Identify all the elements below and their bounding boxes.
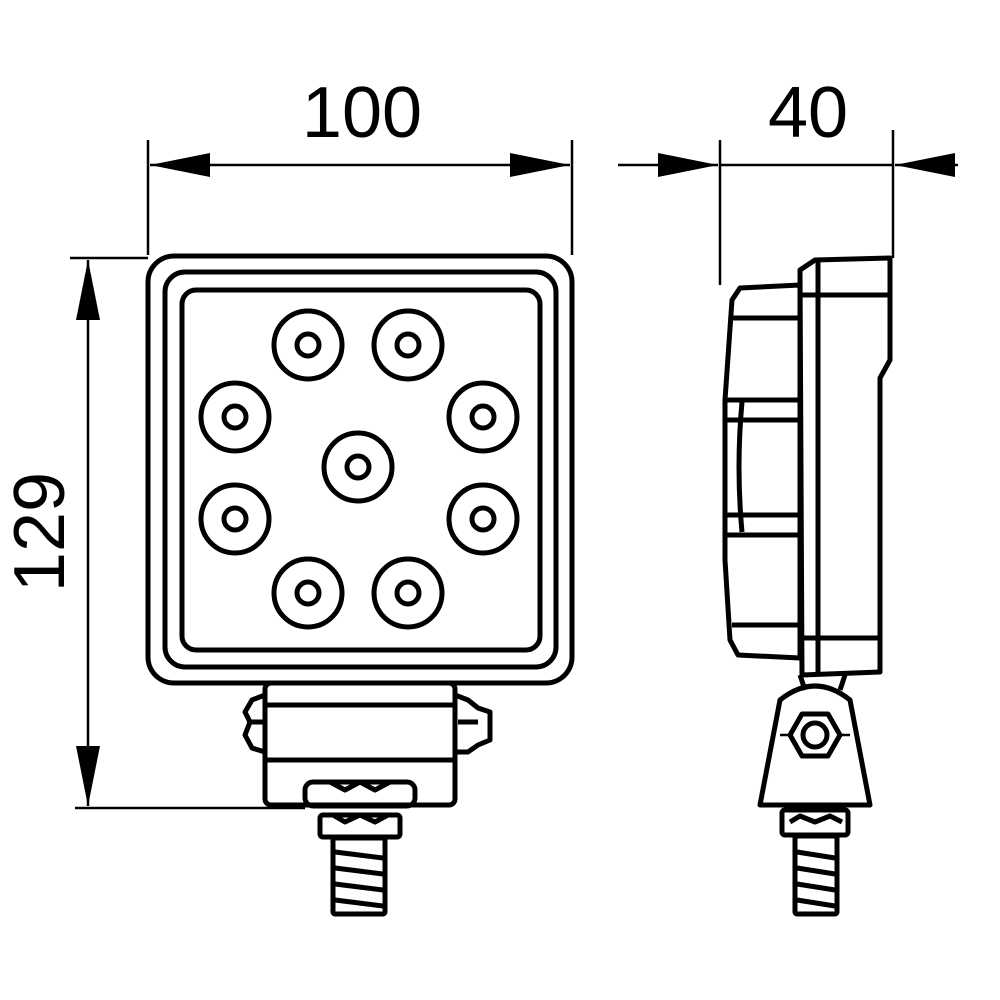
led-icon xyxy=(446,482,520,556)
width-dimension: 100 xyxy=(146,73,574,255)
led-icon xyxy=(271,556,345,630)
width-label: 100 xyxy=(302,73,422,153)
bolt xyxy=(302,779,418,917)
led-icon xyxy=(446,380,520,454)
depth-dimension: 40 xyxy=(618,73,958,285)
front-view xyxy=(145,253,575,917)
led-icon xyxy=(271,308,345,382)
led-icon xyxy=(198,482,272,556)
depth-label: 40 xyxy=(768,73,848,153)
height-dimension: 129 xyxy=(0,256,305,810)
hex-nut-icon xyxy=(787,711,843,759)
height-label: 129 xyxy=(0,472,80,592)
led-icon xyxy=(198,380,272,454)
side-view xyxy=(722,255,893,917)
led-icon xyxy=(371,556,445,630)
led-icon xyxy=(321,430,395,504)
led-array xyxy=(198,308,520,630)
led-icon xyxy=(371,308,445,382)
